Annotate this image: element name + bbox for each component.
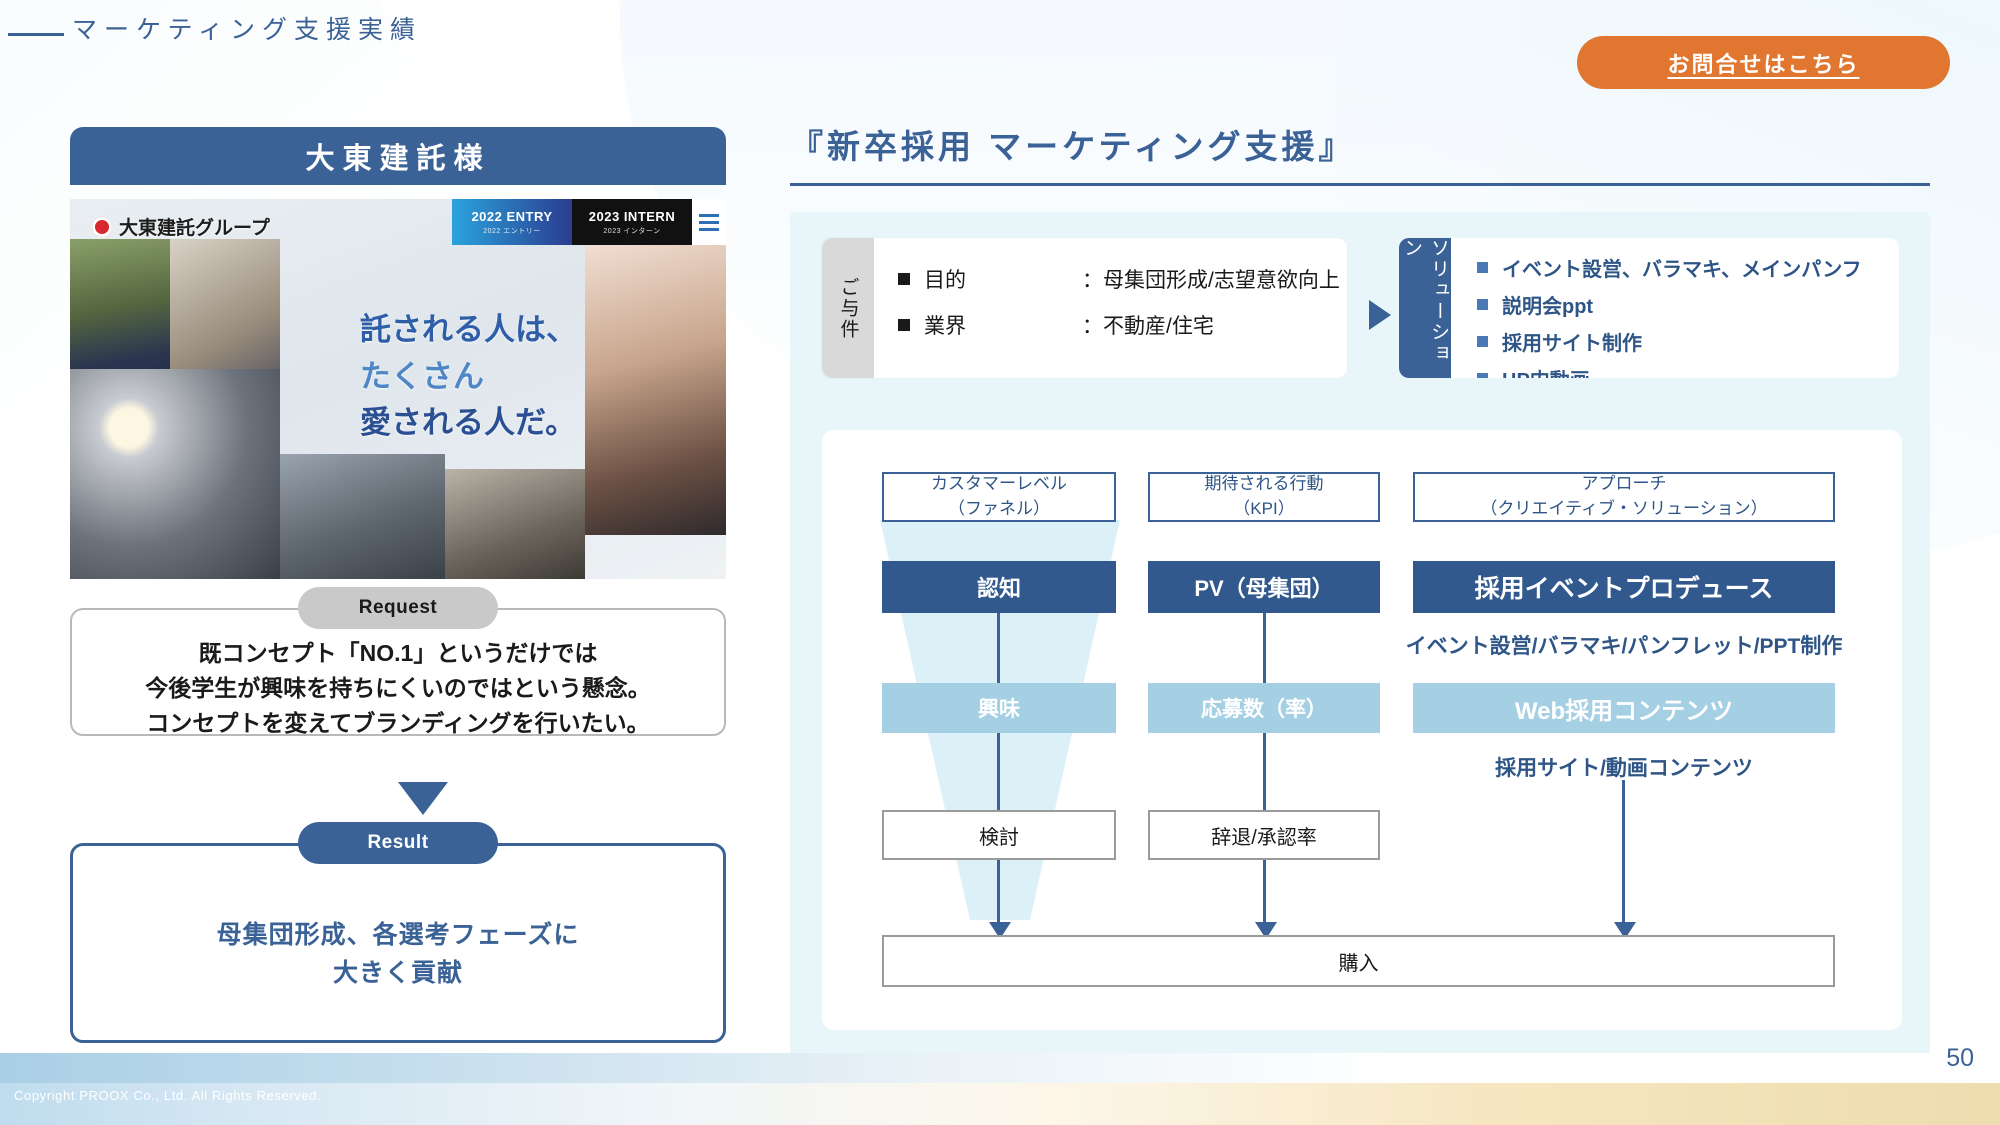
approach-caption-web: 採用サイト/動画コンテンツ <box>1495 757 1753 780</box>
footer-copyright-band <box>0 1053 2000 1083</box>
square-bullet-icon <box>898 273 910 285</box>
nav-intern-label: 2023 INTERN <box>588 208 676 224</box>
connector-line-col2 <box>1263 585 1266 930</box>
connector-arrowhead-col2 <box>1255 922 1277 939</box>
result-card: Result 母集団形成、各選考フェーズに 大きく貢献 <box>70 822 726 1043</box>
request-card-frame <box>70 608 726 736</box>
client-name-tab: 大東建託様 <box>70 127 726 184</box>
down-triangle-icon <box>398 782 448 815</box>
solution-item-label: 説明会ppt <box>1502 296 1594 318</box>
funnel-header-line-1: カスタマーレベル <box>931 474 1067 494</box>
hero-line-2: たくさん <box>360 358 484 394</box>
solution-item: 説明会ppt <box>1477 290 1899 319</box>
requirement-row: 目的 ：母集団形成/志望意欲向上 <box>898 264 1347 294</box>
square-bullet-icon <box>898 319 910 331</box>
screenshot-photo-3 <box>70 369 280 579</box>
arrow-right-icon <box>1369 300 1391 330</box>
approach-caption-event: イベント設営/バラマキ/パンフレット/PPT制作 <box>1405 635 1843 658</box>
screenshot-photo-6 <box>585 245 726 535</box>
requirement-key: 業界 <box>924 315 966 338</box>
request-card: Request 既コンセプト「NO.1」というだけでは 今後学生が興味を持ちにく… <box>70 587 726 736</box>
connector-line-col3 <box>1622 780 1625 930</box>
kpi-block-decline-rate: 辞退/承認率 <box>1148 810 1380 860</box>
solution-body: イベント設営、バラマキ、メインパンフ 説明会ppt 採用サイト制作 HP内動画 <box>1451 238 1899 378</box>
hamburger-menu-icon <box>692 199 726 245</box>
logo-text: 大東建託グループ <box>119 218 270 239</box>
contact-button-label: お問合せはこちら <box>1667 51 1860 77</box>
header-rule-icon <box>8 33 64 36</box>
funnel-header-kpi: 期待される行動 （KPI） <box>1148 472 1380 522</box>
funnel-block-awareness: 認知 <box>882 561 1116 613</box>
funnel-header-approach: アプローチ （クリエイティブ・ソリューション） <box>1413 472 1835 522</box>
solution-item: 採用サイト制作 <box>1477 327 1899 356</box>
requirements-body: 目的 ：母集団形成/志望意欲向上 業界 ：不動産/住宅 <box>874 238 1347 378</box>
section-title: 『新卒採用 マーケティング支援』 <box>790 128 1356 165</box>
square-bullet-icon <box>1477 262 1488 273</box>
result-card-frame <box>70 843 726 1043</box>
solution-item-label: 採用サイト制作 <box>1502 333 1642 355</box>
result-pill: Result <box>298 822 498 864</box>
requirements-vertical-tab: ご与件 <box>822 238 874 378</box>
page-eyebrow-title: マーケティング支援実績 <box>72 16 423 44</box>
solution-item: イベント設営、バラマキ、メインパンフ <box>1477 253 1899 282</box>
square-bullet-icon <box>1477 373 1488 378</box>
funnel-header-line-2: （KPI） <box>1233 499 1295 518</box>
request-line-3: コンセプトを変えてブランディングを行いたい。 <box>146 709 650 736</box>
screenshot-photo-5 <box>445 469 585 579</box>
solution-item-label: HP内動画 <box>1502 364 1590 378</box>
funnel-header-line-2: （クリエイティブ・ソリューション） <box>1480 499 1768 518</box>
logo-mark-icon <box>92 216 112 237</box>
connector-arrowhead-col1 <box>989 922 1011 939</box>
nav-entry-label: 2022 ENTRY <box>471 208 553 224</box>
screenshot-photo-4 <box>280 454 445 579</box>
connector-arrowhead-col3 <box>1614 922 1636 939</box>
screenshot-nav: 2022 ENTRY 2022 エントリー 2023 INTERN 2023 イ… <box>452 199 726 245</box>
requirement-row: 業界 ：不動産/住宅 <box>898 310 1347 340</box>
nav-entry-sublabel: 2022 エントリー <box>483 227 541 235</box>
funnel-header-line-1: 期待される行動 <box>1204 474 1324 494</box>
funnel-header-customer-level: カスタマーレベル （ファネル） <box>882 472 1116 522</box>
funnel-block-purchase: 購入 <box>882 935 1835 987</box>
result-body: 母集団形成、各選考フェーズに 大きく貢献 <box>70 917 726 992</box>
funnel-block-interest: 興味 <box>882 683 1116 733</box>
requirement-key: 目的 <box>924 269 966 292</box>
client-tab-underline <box>70 182 726 185</box>
funnel-header-line-1: アプローチ <box>1581 474 1667 494</box>
requirement-value: ：不動産/住宅 <box>1082 315 1214 338</box>
square-bullet-icon <box>1477 336 1488 347</box>
funnel-block-consideration: 検討 <box>882 810 1116 860</box>
requirement-value: ：母集団形成/志望意欲向上 <box>1082 269 1340 292</box>
footer-gradient-band <box>0 1083 2000 1125</box>
section-title-underline <box>790 183 1930 186</box>
copyright-text: Copyright PROOX Co., Ltd. All Rights Res… <box>14 1088 322 1103</box>
screenshot-nav-entry: 2022 ENTRY 2022 エントリー <box>452 199 572 245</box>
hero-line-1: 託される人は、 <box>360 312 577 347</box>
solution-card: ソリューション イベント設営、バラマキ、メインパンフ 説明会ppt 採用サイト制… <box>1399 238 1899 378</box>
kpi-block-applications: 応募数（率） <box>1148 683 1380 733</box>
page-number: 50 <box>1946 1044 1974 1072</box>
request-body: 既コンセプト「NO.1」というだけでは 今後学生が興味を持ちにくいのではという懸… <box>70 636 726 741</box>
solution-item-label: イベント設営、バラマキ、メインパンフ <box>1502 259 1862 281</box>
solution-vertical-tab: ソリューション <box>1399 238 1451 378</box>
requirements-card: ご与件 目的 ：母集団形成/志望意欲向上 業界 ：不動産/住宅 <box>822 238 1347 378</box>
connector-line-col1 <box>997 585 1000 930</box>
hero-line-3: 愛される人だ。 <box>360 405 577 440</box>
request-line-2: 今後学生が興味を持ちにくいのではという懸念。 <box>145 674 651 701</box>
result-line-2: 大きく貢献 <box>332 958 463 987</box>
approach-block-web: Web採用コンテンツ <box>1413 683 1835 733</box>
contact-button[interactable]: お問合せはこちら <box>1577 36 1950 89</box>
square-bullet-icon <box>1477 299 1488 310</box>
nav-intern-sublabel: 2023 インターン <box>603 227 661 235</box>
screenshot-nav-intern: 2023 INTERN 2023 インターン <box>572 199 692 245</box>
approach-block-event: 採用イベントプロデュース <box>1413 561 1835 613</box>
solution-item: HP内動画 <box>1477 364 1899 378</box>
result-line-1: 母集団形成、各選考フェーズに <box>216 921 580 949</box>
funnel-header-line-2: （ファネル） <box>948 499 1050 518</box>
screenshot-hero-copy: 託される人は、 たくさん 愛される人だ。 <box>360 307 577 447</box>
screenshot-logo: 大東建託グループ <box>92 213 270 240</box>
request-pill: Request <box>298 587 498 629</box>
kpi-block-pv: PV（母集団） <box>1148 561 1380 613</box>
request-line-1: 既コンセプト「NO.1」というだけでは <box>198 640 598 666</box>
client-website-screenshot: 託される人は、 たくさん 愛される人だ。 大東建託グループ 2022 ENTRY… <box>70 199 726 579</box>
